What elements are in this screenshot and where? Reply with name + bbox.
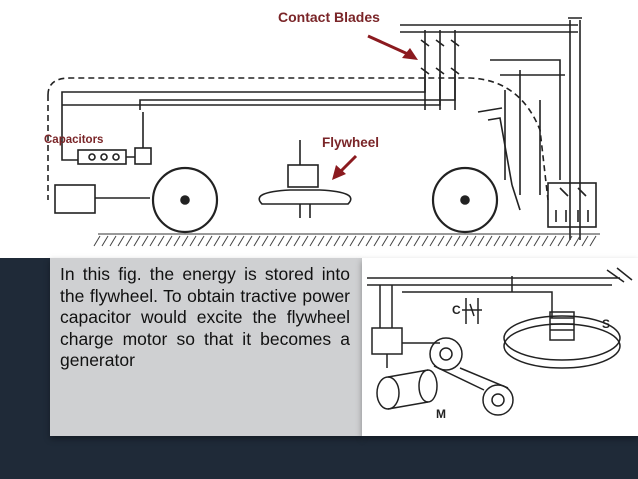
- overhead-lines: [367, 267, 633, 286]
- bus-outline: [47, 77, 549, 201]
- figure-label-s: S: [602, 317, 610, 331]
- contact-blades: [400, 24, 578, 110]
- front-wheel: [151, 166, 219, 234]
- caption-panel: [50, 258, 362, 436]
- flywheel-assembly: [258, 140, 352, 218]
- motor-cylinder: [376, 369, 438, 410]
- overhead-pole: [568, 17, 582, 240]
- motor-box: [54, 184, 96, 214]
- figure-label-c: C: [452, 303, 461, 317]
- control-box: [547, 182, 597, 228]
- pulley-wheels: [429, 337, 514, 416]
- flywheel-figure-panel: C S M: [362, 258, 638, 436]
- capacitor-bank: [61, 110, 152, 165]
- right-wiring: [490, 59, 565, 195]
- steering-column: [477, 107, 521, 211]
- contact-blades-arrowhead: [402, 48, 418, 60]
- contact-blades-label: Contact Blades: [278, 9, 380, 25]
- figure-label-m: M: [436, 407, 446, 421]
- roof-wiring: [61, 60, 456, 110]
- bus-schematic-diagram: Contact Blades Capacitors Flywheel: [44, 9, 600, 247]
- controller-box: [371, 327, 403, 355]
- contact-blades-arrow: [367, 34, 411, 57]
- capacitors-label: Capacitors: [44, 134, 103, 146]
- ground-hatch-lines: [93, 235, 597, 247]
- flywheel-label: Flywheel: [322, 135, 379, 150]
- feed-wiring: [379, 276, 553, 328]
- flywheel-disc: [503, 311, 621, 369]
- rear-wheel: [431, 166, 499, 234]
- caption-text: In this fig. the energy is stored into t…: [60, 264, 350, 370]
- capacitor-symbol: [462, 298, 482, 324]
- flywheel-arrow: [338, 154, 358, 174]
- flywheel-charge-diagram: C S M: [367, 267, 633, 421]
- flywheel-arrowhead: [332, 165, 346, 180]
